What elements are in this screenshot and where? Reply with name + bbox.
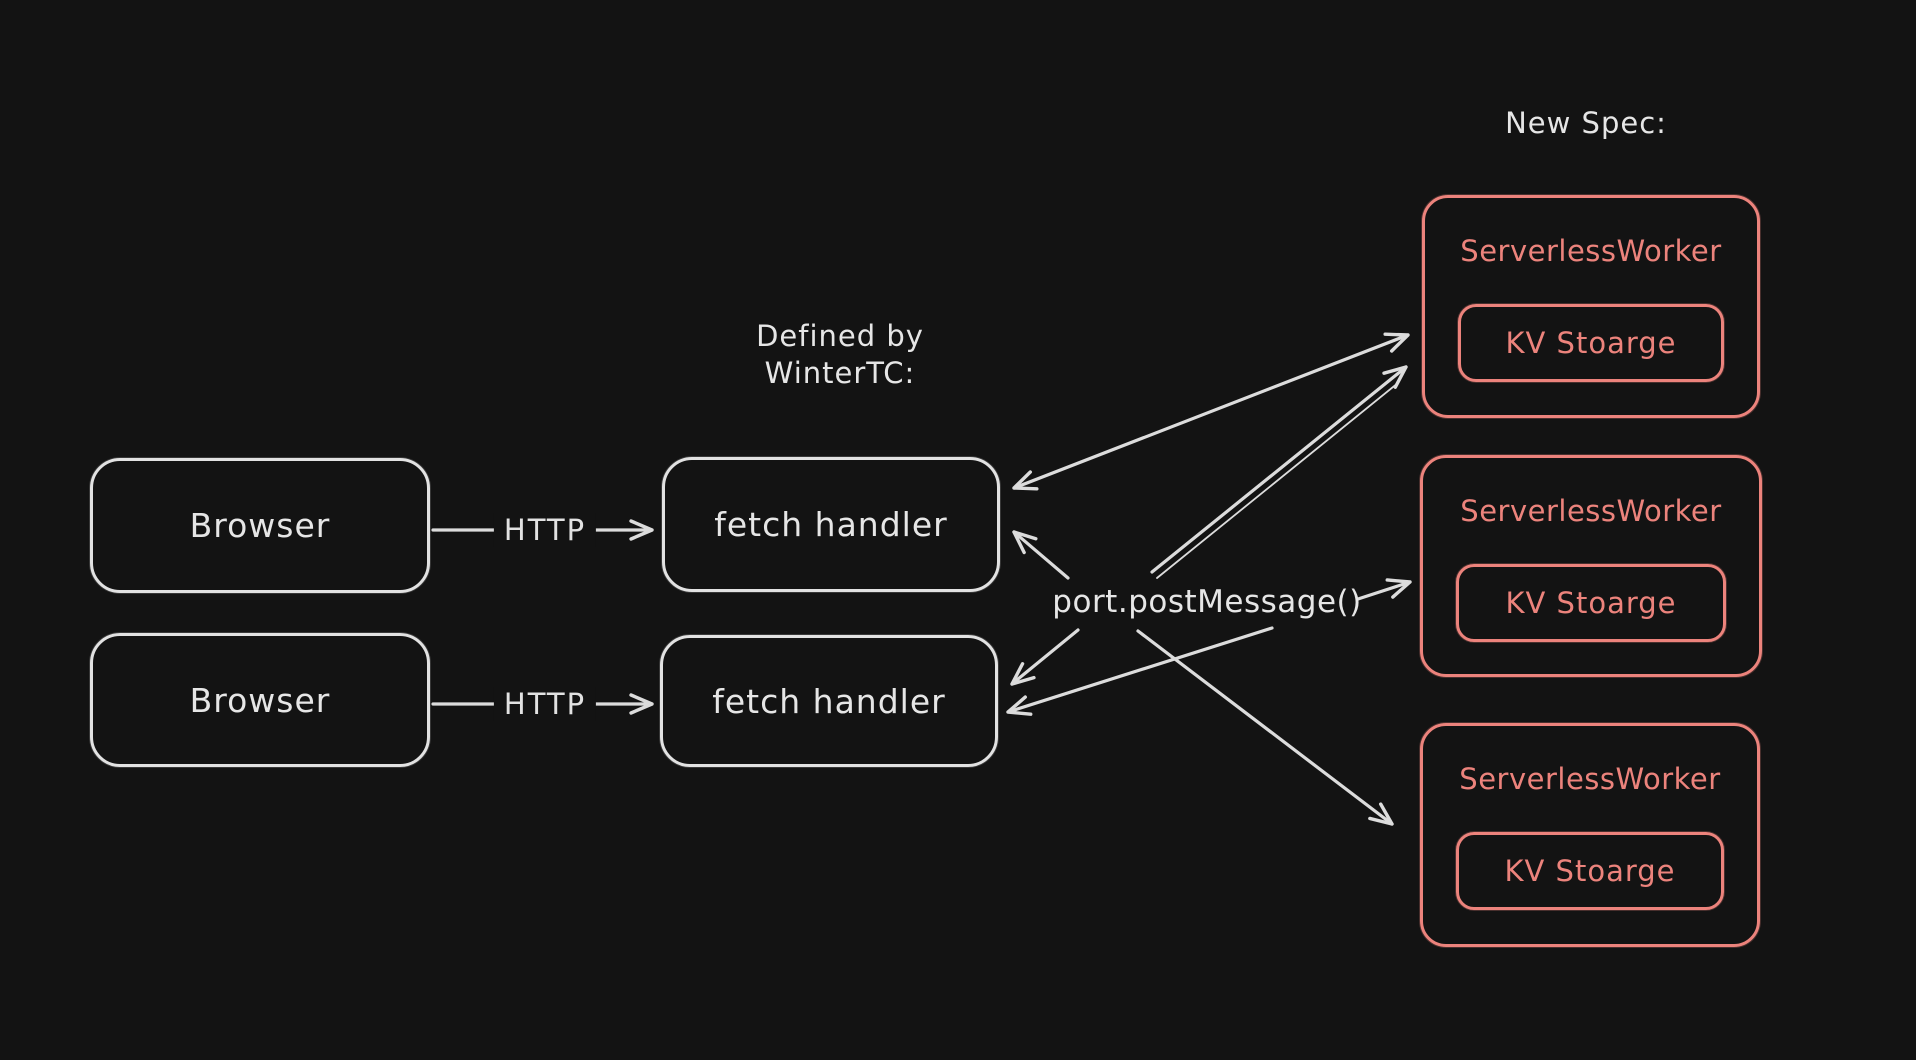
arrow-port-to-sw2[interactable] <box>1356 578 1412 601</box>
kv-storage-label: KV Stoarge <box>1504 854 1676 888</box>
browser-label: Browser <box>189 506 331 545</box>
defined-by-wintertc-label: Defined by WinterTC: <box>756 318 924 392</box>
browser-node-bottom[interactable]: Browser <box>90 633 430 767</box>
fetch-handler-node-top[interactable]: fetch handler <box>662 457 1000 592</box>
arrow-fetch1-sw1-bidirectional[interactable] <box>1012 332 1410 491</box>
serverless-worker-node-1[interactable]: ServerlessWorker KV Stoarge <box>1422 195 1760 418</box>
arrow-port-to-fetch1[interactable] <box>1012 530 1070 580</box>
arrow-port-to-fetch2-lower[interactable] <box>1006 626 1274 716</box>
http-edge-label-top: HTTP <box>493 513 597 547</box>
kv-storage-node[interactable]: KV Stoarge <box>1458 304 1724 382</box>
serverless-worker-label: ServerlessWorker <box>1460 494 1722 528</box>
port-postmessage-label: port.postMessage() <box>1052 584 1362 620</box>
arrow-port-to-sw1[interactable] <box>1150 365 1408 579</box>
browser-node-top[interactable]: Browser <box>90 458 430 593</box>
kv-storage-label: KV Stoarge <box>1505 326 1677 360</box>
kv-storage-label: KV Stoarge <box>1505 586 1677 620</box>
fetch-handler-label: fetch handler <box>712 681 946 721</box>
defined-by-line-2: WinterTC: <box>764 356 916 390</box>
fetch-handler-label: fetch handler <box>714 505 948 544</box>
serverless-worker-node-2[interactable]: ServerlessWorker KV Stoarge <box>1420 455 1762 677</box>
serverless-worker-label: ServerlessWorker <box>1460 234 1722 268</box>
fetch-handler-node-bottom[interactable]: fetch handler <box>660 635 998 767</box>
http-edge-label-bottom: HTTP <box>493 687 597 721</box>
new-spec-label: New Spec: <box>1505 106 1667 140</box>
serverless-worker-label: ServerlessWorker <box>1459 762 1721 796</box>
defined-by-line-1: Defined by <box>756 319 924 353</box>
arrow-port-to-fetch2-upper[interactable] <box>1010 628 1080 686</box>
kv-storage-node[interactable]: KV Stoarge <box>1456 564 1726 642</box>
kv-storage-node[interactable]: KV Stoarge <box>1456 832 1724 910</box>
arrow-port-to-sw3[interactable] <box>1136 629 1394 826</box>
browser-label: Browser <box>189 680 331 720</box>
serverless-worker-node-3[interactable]: ServerlessWorker KV Stoarge <box>1420 723 1760 947</box>
